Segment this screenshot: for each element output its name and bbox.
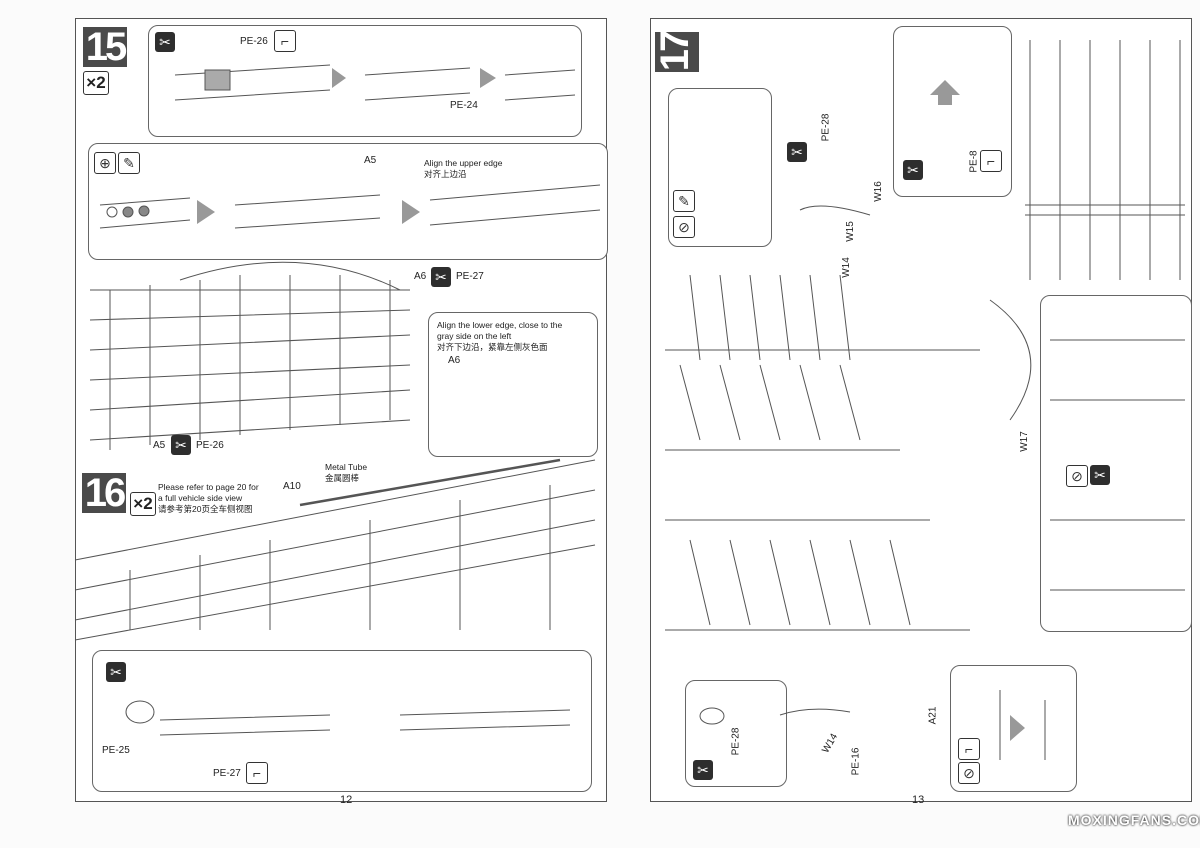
cut-icon: ✂ [1090, 465, 1110, 485]
paint-icon: ✎ [673, 190, 695, 212]
label-metal-tube-zh: 金属圆棒 [325, 473, 360, 483]
bend-icon: ⌐ [980, 150, 1002, 172]
paint-icon: ✎ [118, 152, 140, 174]
label-pe28-bottom: PE-28 [730, 727, 742, 756]
step15-inset-box [428, 312, 598, 457]
step-16-multiplier: ×2 [130, 492, 156, 516]
bend-icon: ⌐ [246, 762, 268, 784]
step16-detail-box [92, 650, 592, 792]
bend-icon: ⌐ [958, 738, 980, 760]
label-a21: A21 [927, 706, 939, 725]
cut-icon: ✂ [431, 267, 451, 287]
label-pe27-step16: PE-27 [213, 768, 241, 779]
cut-icon: ✂ [155, 32, 175, 52]
magnify-icon: ⊕ [94, 152, 116, 174]
cut-icon: ✂ [693, 760, 713, 780]
label-w15: W15 [844, 221, 856, 242]
cut-icon: ✂ [106, 662, 126, 682]
note-upper-zh: 对齐上边沿 [424, 169, 467, 179]
label-pe25: PE-25 [102, 745, 130, 756]
label-pe27: PE-27 [456, 271, 484, 282]
note-refer-en-1: Please refer to page 20 for [158, 482, 259, 492]
note-lower-zh: 对齐下边沿，紧靠左侧灰色面 [437, 342, 548, 352]
label-w14-top: W14 [840, 257, 852, 278]
label-a10: A10 [283, 481, 301, 492]
note-upper-en: Align the upper edge [424, 158, 503, 168]
note-lower-en-1: Align the lower edge, close to the [437, 320, 563, 330]
glue-icon: ⊘ [958, 762, 980, 784]
label-pe16: PE-16 [850, 747, 862, 776]
label-pe8: PE-8 [968, 150, 980, 173]
label-a6-inset: A6 [448, 355, 461, 366]
label-w16: W16 [872, 181, 884, 202]
label-metal-tube-en: Metal Tube [325, 462, 368, 472]
label-a5-bottom: A5 [153, 440, 166, 451]
step-15-multiplier: ×2 [83, 71, 109, 95]
page-number-12: 12 [340, 794, 353, 806]
step17-detail-box-w17 [1040, 295, 1192, 632]
label-a5: A5 [364, 155, 377, 166]
glue-icon: ⊘ [1066, 465, 1088, 487]
step-16-badge: 16 [82, 473, 126, 513]
label-pe28-top: PE-28 [820, 113, 832, 142]
step15-detail-box-2 [88, 143, 608, 260]
step-17-badge: 17 [653, 32, 699, 72]
cut-icon: ✂ [903, 160, 923, 180]
note-lower-en-2: gray side on the left [437, 331, 512, 341]
label-a6: A6 [414, 271, 427, 282]
label-w17: W17 [1018, 431, 1030, 452]
cut-icon: ✂ [787, 142, 807, 162]
note-refer-zh: 请参考第20页全车侧视图 [158, 504, 253, 514]
cut-icon: ✂ [171, 435, 191, 455]
watermark: MOXINGFANS.COM [1068, 812, 1200, 828]
page-number-13: 13 [912, 794, 925, 806]
bend-icon: ⌐ [274, 30, 296, 52]
note-refer-en-2: a full vehicle side view [158, 493, 243, 503]
step-15-badge: 15 [83, 27, 127, 67]
label-pe26: PE-26 [240, 36, 268, 47]
label-pe26-bottom: PE-26 [196, 440, 224, 451]
glue-icon: ⊘ [673, 216, 695, 238]
label-pe24: PE-24 [450, 100, 478, 111]
